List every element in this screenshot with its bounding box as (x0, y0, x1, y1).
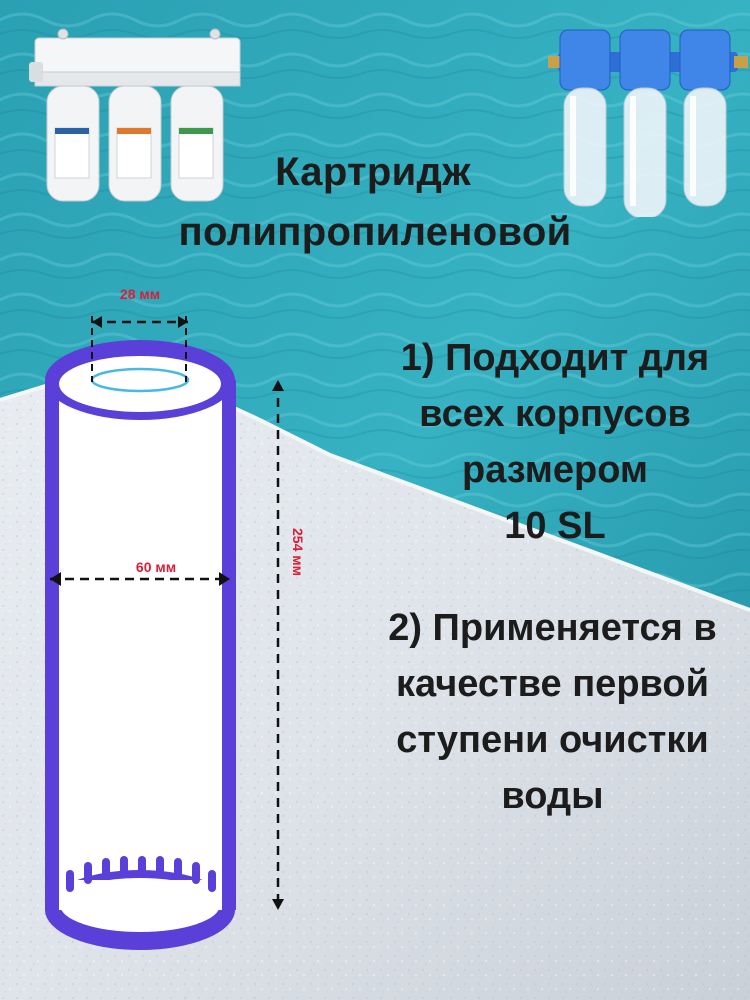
cartridge-body (48, 380, 234, 910)
cartridge-left-band (45, 380, 59, 910)
blue-filter-system-icon (548, 29, 748, 217)
feature-1-line-4: 10 SL (504, 505, 606, 547)
white-filter-system-icon (29, 28, 241, 202)
feature-1: 1) Подходит для всех корпусов размером 1… (360, 330, 750, 554)
cartridge-right-band (222, 380, 236, 910)
feature-2-line-3: ступени очистки (396, 719, 709, 761)
feature-2-line-2: качестве первой (396, 663, 709, 705)
title-line-1: Картридж (275, 150, 471, 194)
feature-1-line-2: всех корпусов (419, 393, 691, 435)
feature-1-line-1: 1) Подходит для (400, 337, 710, 379)
title-line-2: полипропиленовой (178, 210, 572, 254)
dim-length: 254 мм (290, 528, 306, 576)
dim-inner-diameter: 28 мм (120, 286, 160, 302)
feature-2-line-4: воды (501, 775, 604, 817)
feature-2: 2) Применяется в качестве первой ступени… (355, 600, 750, 824)
cartridge-diagram: 28 мм 60 мм 254 мм (45, 286, 306, 950)
dim-outer-diameter: 60 мм (136, 559, 176, 575)
feature-1-line-3: размером (461, 449, 649, 491)
feature-2-line-1: 2) Применяется в (388, 607, 717, 649)
cartridge-perforations (66, 856, 216, 892)
